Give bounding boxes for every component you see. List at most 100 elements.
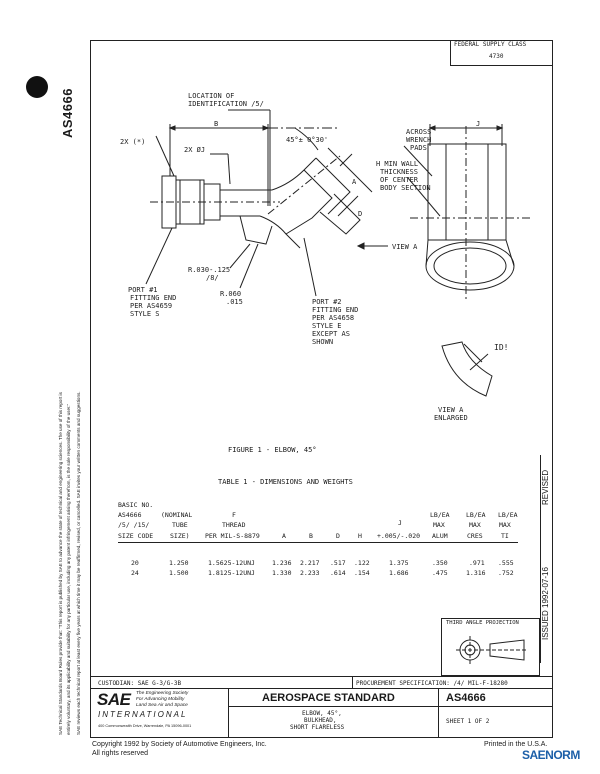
custodian-rule: [90, 676, 553, 677]
cell-r2-c7: 1.686: [389, 569, 409, 577]
th-lbea-2: LB/EA: [466, 511, 486, 519]
th-tol: +.005/-.020: [377, 532, 421, 540]
figure-drawing: LOCATION OF IDENTIFICATION /5/ B 2X (*) …: [120, 92, 530, 422]
radius-2-label: R.060: [220, 290, 241, 298]
cell-r1-c5: .517: [330, 559, 346, 567]
cell-r2-c3: 1.330: [272, 569, 292, 577]
cell-r2-c5: .614: [330, 569, 346, 577]
cell-r2-c8: .475: [432, 569, 448, 577]
figure-caption: FIGURE 1 - ELBOW, 45°: [228, 446, 317, 454]
dim-2xj-label: 2X ØJ: [184, 146, 205, 154]
th-per-mil: PER MIL-S-8879: [205, 532, 260, 540]
across-text-3: PADS: [410, 144, 427, 152]
title-div-1: [228, 688, 229, 738]
th-nominal: (NOMINAL: [161, 511, 193, 519]
side-disclaimer-1: SAE Technical Standards Board Rules prov…: [58, 392, 63, 735]
th-max-3: MAX: [499, 521, 511, 529]
radius-1-label: R.030-.125: [188, 266, 230, 274]
issued-label: ISSUED 1992-07-16: [541, 567, 550, 640]
copyright-text: Copyright 1992 by Society of Automotive …: [92, 741, 267, 748]
th-b: B: [309, 532, 313, 540]
printed-text: Printed in the U.S.A.: [484, 741, 548, 748]
hmin-text-1: H MIN WALL: [376, 160, 418, 168]
th-size-code: SIZE CODE: [118, 532, 154, 540]
supply-class-box: [450, 40, 553, 66]
cell-r1-c3: 1.236: [272, 559, 292, 567]
across-text-2: WRENCH: [406, 136, 431, 144]
th-max-1: MAX: [433, 521, 445, 529]
revised-label: REVISED: [541, 469, 550, 505]
cell-r2-c10: .752: [498, 569, 514, 577]
port1-text-1: PORT #1: [128, 286, 158, 294]
side-doc-number: AS4666: [60, 88, 75, 138]
sae-tagline-2: For Advancing Mobility: [136, 697, 185, 702]
sae-address: 400 Commonwealth Drive, Warrendale, PA 1…: [98, 724, 192, 728]
th-size-codes: /5/ /15/: [118, 521, 150, 529]
angle-label: 45°± 0°30': [286, 136, 328, 144]
cell-r2-c1: 1.500: [169, 569, 189, 577]
dim-a-label: A: [352, 178, 357, 186]
projection-box: [441, 618, 540, 676]
dim-b-label: B: [214, 120, 218, 128]
sheet-number: SHEET 1 OF 2: [446, 718, 490, 725]
cell-r1-c4: 2.217: [300, 559, 320, 567]
th-alum: ALUM: [432, 532, 448, 540]
port2-text-6: SHOWN: [312, 338, 333, 346]
side-disclaimer-3: SAE reviews each technical report at lea…: [76, 391, 81, 735]
standard-title: AEROSPACE STANDARD: [262, 692, 395, 704]
title-div-2: [438, 688, 439, 738]
radius-2b-label: .015: [226, 298, 243, 306]
title-hrule: [228, 706, 553, 707]
th-thread: THREAD: [222, 521, 246, 529]
th-basic-no: BASIC NO.: [118, 501, 154, 509]
cell-r1-c0: 20: [131, 559, 139, 567]
th-f: F: [232, 511, 236, 519]
port1-text-3: PER AS4659: [130, 302, 172, 310]
id-mark-text: ID!: [494, 343, 508, 352]
cell-r2-c0: 24: [131, 569, 139, 577]
supply-class-value: 4730: [489, 53, 504, 60]
cell-r1-c2: 1.5625-12UNJ: [208, 559, 255, 567]
dim-2x-label: 2X (*): [120, 138, 145, 146]
th-d: D: [336, 532, 340, 540]
watermark-logo: SAENORM: [522, 748, 580, 762]
port2-text-3: PER AS4658: [312, 314, 354, 322]
standard-subtitle-1: ELBOW, 45°,: [302, 710, 342, 717]
revision-column: [540, 455, 553, 663]
dim-j-label: J: [476, 120, 480, 128]
cell-r1-c8: .350: [432, 559, 448, 567]
sae-tagline-1: The Engineering Society: [136, 691, 189, 696]
sae-logo: SAE: [97, 690, 131, 709]
procurement-text: PROCUREMENT SPECIFICATION: /4/ MIL-F-182…: [356, 680, 508, 687]
th-ti: TI: [501, 532, 509, 540]
th-j: J: [398, 519, 402, 527]
supply-class-label: FEDERAL SUPPLY CLASS: [454, 41, 527, 48]
hmin-text-4: BODY SECTION: [380, 184, 431, 192]
projection-label: THIRD ANGLE PROJECTION: [446, 620, 519, 626]
cell-r1-c9: .971: [469, 559, 485, 567]
th-size: SIZE): [170, 532, 190, 540]
cell-r1-c1: 1.250: [169, 559, 189, 567]
drawing-frame: [90, 40, 553, 738]
cell-r1-c6: .122: [354, 559, 370, 567]
table-header-rule: [118, 542, 518, 543]
th-max-2: MAX: [469, 521, 481, 529]
hmin-text-2: THICKNESS: [380, 168, 418, 176]
th-tube: TUBE: [172, 521, 188, 529]
standard-subtitle-3: SHORT FLARELESS: [290, 724, 345, 731]
sae-international: INTERNATIONAL: [98, 710, 188, 719]
view-a-enlarged-2: ENLARGED: [434, 414, 468, 422]
radius-1b-label: /8/: [206, 274, 219, 282]
port1-text-4: STYLE S: [130, 310, 160, 318]
loc-id-text-1: LOCATION OF: [188, 92, 234, 100]
th-h: H: [358, 532, 362, 540]
loc-id-text-2: IDENTIFICATION /5/: [188, 100, 264, 108]
th-cres: CRES: [467, 532, 483, 540]
th-lbea-3: LB/EA: [498, 511, 518, 519]
cell-r1-c7: 1.375: [389, 559, 409, 567]
standard-subtitle-2: BULKHEAD,: [304, 717, 337, 724]
th-as4666: AS4666: [118, 511, 142, 519]
hmin-text-3: OF CENTER: [380, 176, 419, 184]
view-a-enlarged-1: VIEW A: [438, 406, 464, 414]
punch-hole: [26, 76, 48, 98]
